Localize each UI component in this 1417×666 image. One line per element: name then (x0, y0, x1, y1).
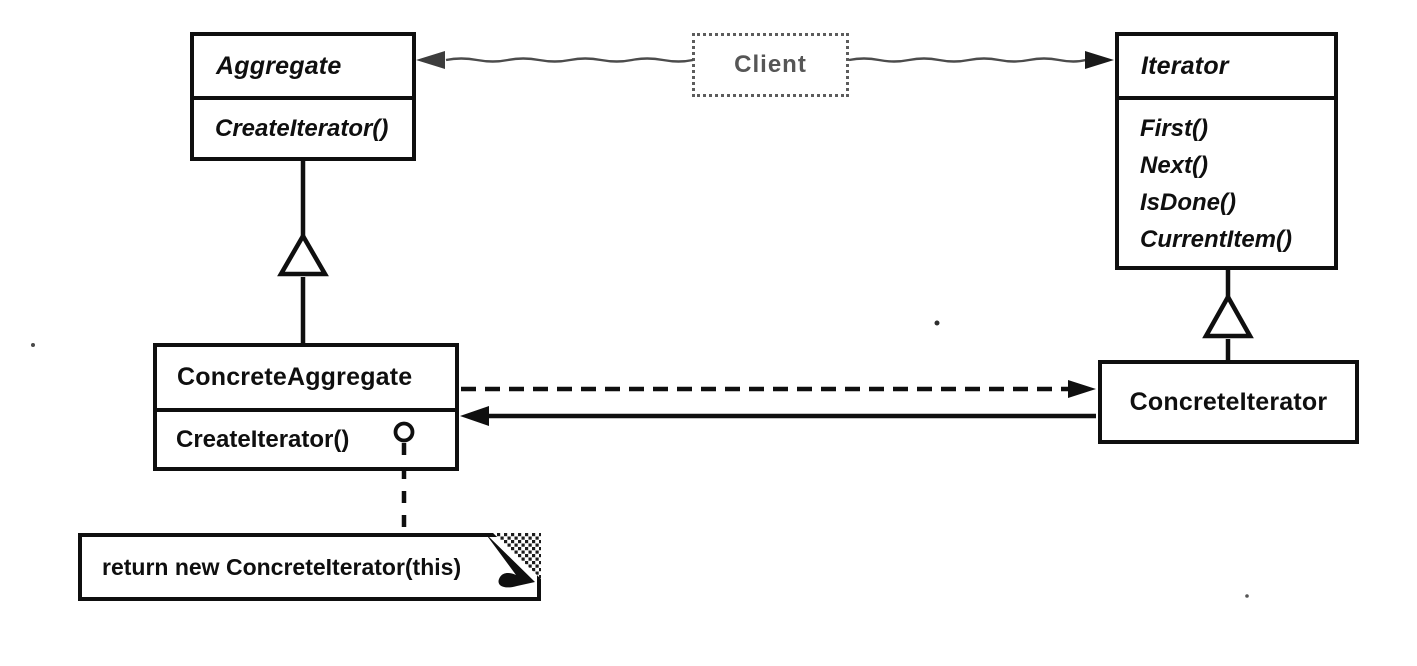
dogear-fold-flap (485, 533, 535, 588)
client-iterator-line (848, 57, 1087, 63)
client-aggregate-line (445, 57, 694, 63)
note-text: return new ConcreteIterator(this) (102, 553, 462, 580)
method-iterator-next: Next() (1140, 152, 1209, 179)
method-iterator-currentitem: CurrentItem() (1140, 226, 1293, 253)
methods-compartment-concrete-aggregate: CreateIterator() (157, 408, 455, 467)
aggregate-inheritance-triangle-icon (277, 231, 329, 277)
client-iterator-arrowhead-icon (1085, 51, 1114, 69)
scan-artifact-dot (1245, 594, 1249, 598)
class-name-concrete-aggregate: ConcreteAggregate (177, 363, 413, 391)
note-dogear-corner-icon (485, 533, 541, 588)
implementation-note: return new ConcreteIterator(this) (78, 533, 541, 601)
client-aggregate-arrowhead-icon (416, 51, 445, 69)
scan-artifact-dot (934, 320, 940, 326)
class-name-client: Client (734, 51, 807, 78)
scan-artifact-dot (31, 343, 35, 347)
class-name-iterator: Iterator (1141, 51, 1229, 80)
class-name-aggregate: Aggregate (216, 51, 342, 80)
class-box-iterator: Iterator First() Next() IsDone() Current… (1115, 32, 1338, 270)
class-box-client: Client (692, 33, 849, 97)
iterator-inheritance-triangle-icon (1202, 292, 1254, 339)
class-box-concrete-aggregate: ConcreteAggregate CreateIterator() (153, 343, 459, 471)
method-concrete-aggregate-createiterator: CreateIterator() (176, 426, 350, 453)
dogear-halftone-triangle (493, 533, 541, 579)
class-name-concrete-iterator: ConcreteIterator (1129, 387, 1328, 416)
creates-dependency-arrowhead-icon (1068, 380, 1096, 398)
class-box-aggregate: Aggregate CreateIterator() (190, 32, 416, 161)
return-association-arrowhead-icon (460, 406, 489, 426)
method-aggregate-createiterator: CreateIterator() (215, 115, 389, 142)
methods-compartment-iterator: First() Next() IsDone() CurrentItem() (1119, 96, 1334, 266)
class-box-concrete-iterator: ConcreteIterator (1098, 360, 1359, 444)
methods-compartment-aggregate: CreateIterator() (194, 96, 412, 157)
method-iterator-isdone: IsDone() (1140, 189, 1236, 216)
method-iterator-first: First() (1140, 115, 1208, 142)
